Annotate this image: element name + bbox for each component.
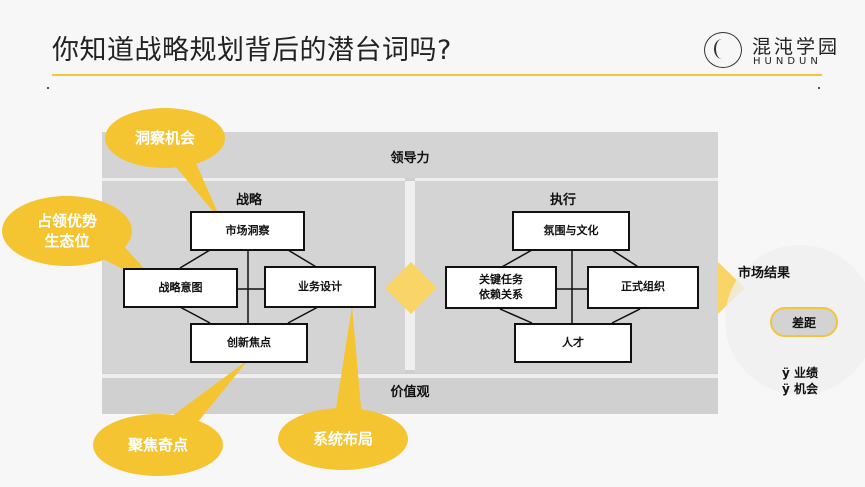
strategy-label: 战略 — [235, 193, 262, 208]
box-strategic-intent: 战略意图 — [123, 268, 238, 308]
box-business-design: 业务设计 — [264, 266, 376, 308]
box-key-tasks: 关键任务 依赖关系 — [445, 266, 557, 309]
bullet-performance: ÿ 业绩 — [782, 366, 819, 380]
title-underline — [52, 74, 822, 76]
box-formal-org: 正式组织 — [587, 266, 699, 309]
values-label: 价值观 — [390, 385, 430, 400]
box-talent: 人才 — [514, 323, 632, 363]
bubble-insight-opportunity: 洞察机会 — [105, 108, 225, 168]
bullet-opportunity: ÿ 机会 — [782, 382, 819, 396]
hundun-logo-icon — [704, 32, 742, 68]
corner-dot — [818, 87, 820, 89]
box-culture: 氛围与文化 — [512, 211, 630, 251]
bubble-system-layout: 系统布局 — [278, 408, 408, 470]
page-title: 你知道战略规划背后的潜台词吗? — [52, 35, 452, 66]
arrow-shape — [718, 262, 745, 314]
corner-dot — [47, 87, 49, 89]
leadership-label: 领导力 — [390, 151, 430, 166]
logo-subtext: HUNDUN — [753, 56, 822, 67]
box-innovation-focus: 创新焦点 — [190, 323, 308, 363]
market-result-label: 市场结果 — [738, 266, 791, 281]
logo-text: 混沌学园 — [752, 36, 841, 58]
box-market-insight: 市场洞察 — [190, 211, 305, 251]
execution-label: 执行 — [549, 193, 576, 208]
bubble-ecological-niche: 占领优势 生态位 — [2, 196, 132, 266]
diamond-shape — [385, 262, 437, 314]
bubble-focus-singularity: 聚焦奇点 — [93, 414, 223, 476]
gap-badge: 差距 — [770, 307, 838, 337]
